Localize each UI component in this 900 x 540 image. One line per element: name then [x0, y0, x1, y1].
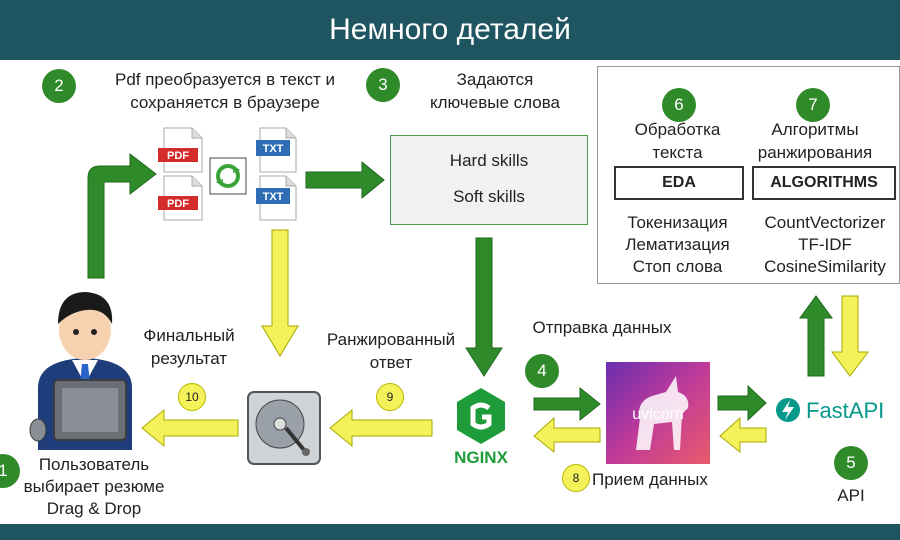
step-7-caption: Алгоритмы ранжирования — [757, 120, 873, 162]
svg-text:PDF: PDF — [167, 150, 189, 162]
final-result-caption: Финальный результат — [143, 326, 235, 368]
svg-text:FastAPI: FastAPI — [806, 398, 884, 423]
step-badge-8: 8 — [562, 464, 590, 492]
hard-skills-label: Hard skills — [449, 151, 529, 170]
svg-text:TXT: TXT — [263, 143, 284, 155]
user-illustration — [29, 292, 132, 450]
api-caption: API — [837, 486, 865, 505]
fastapi-logo: FastAPI — [768, 382, 900, 438]
arrow-uvicorn-to-fastapi — [717, 384, 767, 422]
step-badge-1: 1 — [0, 454, 20, 488]
title-bar: Немного деталей — [0, 0, 900, 60]
txt-file-icon-bottom: TXT — [256, 175, 297, 221]
nginx-logo: NGINX — [438, 384, 524, 468]
algo-tfidf: TF-IDF — [798, 235, 852, 254]
algorithms-box: ALGORITHMS — [752, 166, 896, 200]
step-2-caption: Pdf преобразуется в текст и сохраняется … — [114, 70, 336, 112]
page-title: Немного деталей — [329, 13, 571, 46]
algorithms-list: CountVectorizer TF-IDF CosineSimilarity — [752, 212, 898, 278]
hard-disk-icon — [247, 391, 321, 465]
arrow-disk-to-user — [141, 408, 239, 448]
send-data-caption: Отправка данных — [532, 318, 672, 337]
keywords-box: Hard skills Soft skills — [390, 135, 588, 225]
file-icons: PDF PDF TXT TXT — [158, 127, 297, 221]
step-badge-5: 5 — [834, 446, 868, 480]
arrow-panel-to-fastapi — [831, 295, 869, 377]
ranked-answer-caption: Ранжированный ответ — [326, 330, 456, 372]
receive-data-caption: Прием данных — [592, 470, 708, 489]
user-caption: Пользователь выбирает резюме Drag & Drop — [23, 455, 165, 518]
soft-skills-label: Soft skills — [453, 187, 525, 206]
pdf-file-icon-top: PDF — [158, 127, 203, 173]
arrow-uvicorn-to-nginx — [533, 416, 601, 454]
step-badge-6: 6 — [662, 88, 696, 122]
eda-step-tokenization: Токенизация — [627, 213, 728, 232]
step-badge-2: 2 — [42, 69, 76, 103]
algo-cosine: CosineSimilarity — [764, 257, 886, 276]
txt-file-icon-top: TXT — [256, 127, 297, 173]
arrow-txt-to-result — [261, 229, 299, 357]
eda-steps-list: Токенизация Лематизация Стоп слова — [610, 212, 745, 278]
svg-text:TXT: TXT — [263, 191, 284, 203]
step-badge-4: 4 — [525, 354, 559, 388]
step-badge-9: 9 — [376, 383, 404, 411]
step-6-caption: Обработка текста — [634, 120, 721, 162]
eda-step-lemmatization: Лематизация — [625, 235, 730, 254]
convert-icon — [209, 157, 247, 195]
eda-step-stopwords: Стоп слова — [632, 257, 723, 276]
step-badge-3: 3 — [366, 68, 400, 102]
mouse-icon — [29, 418, 47, 442]
algo-countvectorizer: CountVectorizer — [764, 213, 886, 232]
svg-text:NGINX: NGINX — [454, 448, 509, 467]
step-badge-7: 7 — [796, 88, 830, 122]
arrow-user-to-pdf — [87, 152, 157, 279]
arrow-fastapi-to-panel — [799, 295, 833, 377]
pdf-file-icon-bottom: PDF — [158, 175, 203, 221]
arrow-nginx-to-disk — [329, 408, 433, 448]
arrow-txt-to-skills — [305, 160, 385, 200]
step-3-caption: Задаются ключевые слова — [429, 70, 561, 112]
monitor-icon — [53, 379, 127, 441]
footer-bar — [0, 524, 900, 540]
svg-text:uvicorn: uvicorn — [632, 406, 684, 423]
svg-text:PDF: PDF — [167, 198, 189, 210]
arrow-nginx-to-uvicorn — [533, 386, 601, 422]
uvicorn-logo: uvicorn — [606, 362, 710, 464]
eda-box: EDA — [614, 166, 744, 200]
step-badge-10: 10 — [178, 383, 206, 411]
arrow-fastapi-to-uvicorn — [719, 416, 767, 454]
arrow-skills-to-nginx — [465, 237, 503, 377]
